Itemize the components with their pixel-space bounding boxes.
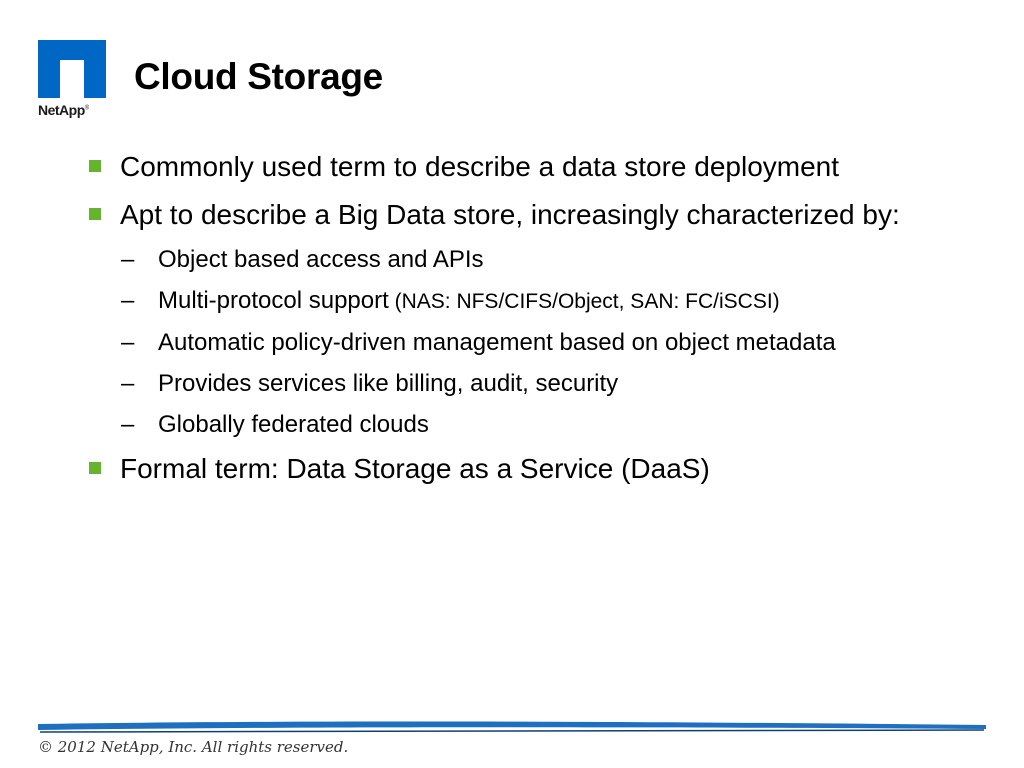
sub-bullet-text: Object based access and APIs [158,246,484,273]
dash-bullet-icon: – [121,246,135,273]
sub-bullet-item: – Provides services like billing, audit,… [88,366,918,402]
sub-bullet-text: Globally federated clouds [158,411,429,438]
bullet-text: Formal term: Data Storage as a Service (… [120,453,710,484]
dash-bullet-icon: – [121,411,135,438]
sub-bullet-note: (NAS: NFS/CIFS/Object, SAN: FC/iSCSI) [388,290,780,313]
sub-bullet-item: – Globally federated clouds [88,407,918,443]
netapp-logo-icon [38,40,106,98]
sub-bullet-text: Multi-protocol support [158,287,389,314]
slide-title: Cloud Storage [134,56,383,97]
bullet-text: Commonly used term to describe a data st… [120,151,840,182]
sub-bullet-text: Provides services like billing, audit, s… [158,370,619,397]
copyright-text: © 2012 NetApp, Inc. All rights reserved. [38,738,349,756]
square-bullet-icon [89,208,101,220]
netapp-logo: NetApp® [38,40,114,124]
footer-divider [38,721,986,733]
bullet-item: Commonly used term to describe a data st… [88,146,918,188]
sub-bullet-item: – Multi-protocol support (NAS: NFS/CIFS/… [88,283,918,320]
bullet-item: Formal term: Data Storage as a Service (… [88,448,918,490]
square-bullet-icon [89,160,101,172]
sub-bullet-item: – Object based access and APIs [88,242,918,278]
logo-text: NetApp® [38,102,89,118]
bullet-text: Apt to describe a Big Data store, increa… [120,199,900,230]
dash-bullet-icon: – [121,287,135,314]
bullet-item: Apt to describe a Big Data store, increa… [88,194,918,236]
sub-bullet-item: – Automatic policy-driven management bas… [88,325,918,361]
sub-bullet-text: Automatic policy-driven management based… [158,329,836,356]
dash-bullet-icon: – [121,329,135,356]
dash-bullet-icon: – [121,370,135,397]
bullet-list: Commonly used term to describe a data st… [88,146,918,496]
square-bullet-icon [89,462,101,474]
